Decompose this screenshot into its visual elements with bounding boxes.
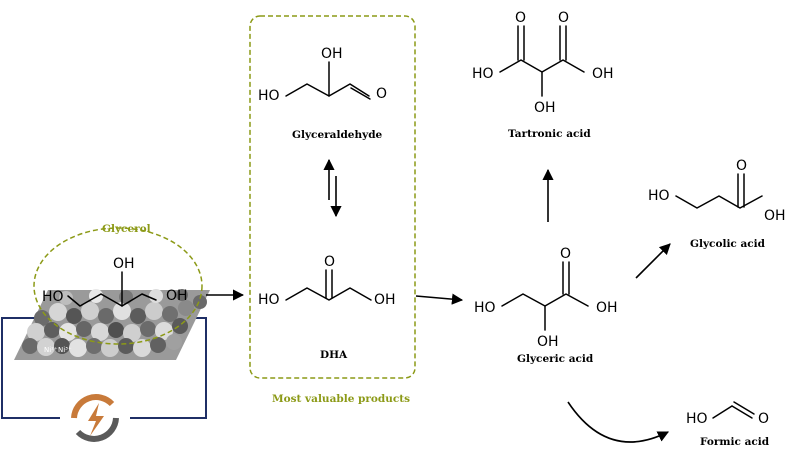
svg-text:HO: HO [686, 411, 708, 427]
electrochemical-cell: Ni²⁺ Ni³⁺ [1, 289, 210, 442]
most-valuable-label: Most valuable products [272, 393, 410, 405]
svg-text:HO: HO [42, 289, 64, 305]
ni2-tag: Ni²⁺ [44, 346, 58, 354]
equilibrium-arrows [323, 158, 342, 218]
svg-text:OH: OH [166, 288, 188, 304]
power-source-icon [71, 394, 119, 442]
glycolic-acid-label: Glycolic acid [690, 238, 766, 250]
dha-structure: HO O OH [258, 254, 396, 308]
glycolic-acid-structure: HO O OH [648, 158, 786, 224]
tartronic-acid-structure: HO OH O O OH [472, 10, 614, 116]
svg-text:OH: OH [592, 66, 614, 82]
svg-text:O: O [558, 10, 569, 26]
arrow-glyceric-to-glycolic [635, 243, 671, 279]
svg-text:O: O [515, 10, 526, 26]
svg-text:OH: OH [534, 100, 556, 116]
glyceric-acid-structure: HO OH O OH [474, 246, 618, 350]
svg-text:HO: HO [258, 88, 280, 104]
glycerol-structure: OH HO OH [42, 256, 188, 307]
tartronic-acid-label: Tartronic acid [508, 128, 591, 140]
glycerol-group: Glycerol OH HO OH [33, 223, 203, 345]
glyceraldehyde-label: Glyceraldehyde [292, 129, 383, 141]
svg-text:OH: OH [374, 292, 396, 308]
svg-text:O: O [758, 411, 769, 427]
svg-text:OH: OH [113, 256, 135, 272]
svg-text:HO: HO [258, 292, 280, 308]
glyceric-acid-label: Glyceric acid [517, 353, 594, 365]
svg-text:HO: HO [472, 66, 494, 82]
svg-text:OH: OH [321, 46, 343, 62]
glycerol-highlight [33, 227, 203, 345]
dha-label: DHA [320, 349, 348, 361]
svg-text:OH: OH [764, 208, 786, 224]
svg-text:OH: OH [537, 334, 559, 350]
ni3-tag: Ni³⁺ [58, 346, 72, 354]
svg-text:HO: HO [474, 300, 496, 316]
svg-text:O: O [324, 254, 335, 270]
glyceraldehyde-structure: HO OH O [258, 46, 387, 104]
arrow-dha-to-glyceric [415, 293, 464, 305]
svg-text:OH: OH [596, 300, 618, 316]
formic-acid-structure: HO O [686, 401, 769, 427]
svg-text:O: O [376, 86, 387, 102]
glycerol-label: Glycerol [102, 223, 151, 235]
svg-text:HO: HO [648, 188, 670, 204]
arrow-to-formic [567, 401, 670, 443]
svg-text:O: O [736, 158, 747, 174]
catalyst-particles [14, 289, 210, 360]
svg-text:O: O [560, 246, 571, 262]
formic-acid-label: Formic acid [700, 436, 770, 448]
valuable-products-box: Most valuable products HO OH O Glycerald… [249, 15, 416, 405]
